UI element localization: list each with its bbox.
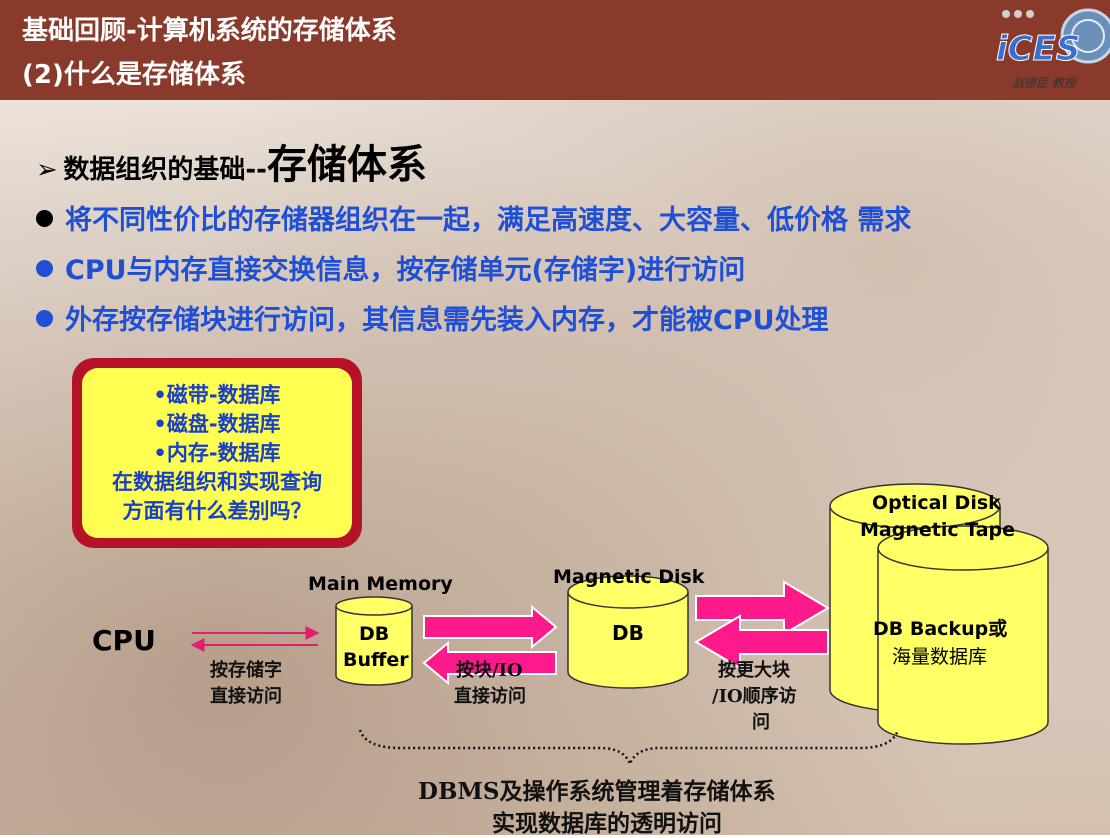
dbms-brace xyxy=(358,729,900,768)
db-backup-label: DB Backup或 xyxy=(873,618,1008,640)
callout-line: •磁带-数据库 xyxy=(153,382,281,407)
disk-tape-access-label-2: /IO顺序访 xyxy=(712,686,797,707)
memory-disk-arrows xyxy=(422,604,558,686)
main-memory-label: Main Memory xyxy=(308,573,453,595)
magnetic-disk-label: Magnetic Disk xyxy=(553,566,705,588)
db-buffer-line1: DB xyxy=(359,623,390,645)
optical-disk-label: Optical Disk xyxy=(872,492,1001,514)
title-bar: 基础回顾-计算机系统的存储体系 (2)什么是存储体系 iCES 战德臣 教授 xyxy=(0,0,1110,100)
callout-line: 在数据组织和实现查询 xyxy=(112,469,322,494)
db-buffer-line2: Buffer xyxy=(343,649,409,671)
db-buffer-cylinder xyxy=(335,596,413,686)
cpu-memory-arrows xyxy=(190,626,320,652)
magnetic-tape-label: Magnetic Tape xyxy=(860,519,1016,541)
heading-emphasis: 存储体系 xyxy=(266,142,427,188)
memory-disk-access-label-2: 直接访问 xyxy=(454,686,526,707)
callout-line: •磁盘-数据库 xyxy=(153,411,281,436)
bullet-dot-icon xyxy=(36,310,53,327)
heading-marker-icon: ➢ xyxy=(36,155,58,185)
bullet-item-1: 将不同性价比的存储器组织在一起，满足高速度、大容量、低价格 需求 xyxy=(36,198,911,237)
db-backup-cylinder xyxy=(877,525,1049,745)
bullet-dot-icon xyxy=(36,260,53,277)
disk-tape-access-label-3: 问 xyxy=(752,712,770,733)
question-callout: •磁带-数据库 •磁盘-数据库 •内存-数据库 在数据组织和实现查询 方面有什么… xyxy=(72,358,362,548)
svg-text:iCES: iCES xyxy=(996,29,1080,69)
callout-line: 方面有什么差别吗？ xyxy=(122,498,312,523)
mass-database-label: 海量数据库 xyxy=(892,646,988,668)
bullet-item-3: 外存按存储块进行访问，其信息需先装入内存，才能被CPU处理 xyxy=(36,298,829,337)
disk-tape-arrows xyxy=(694,580,830,670)
magnetic-disk-cylinder xyxy=(567,575,689,689)
bullet-dot-icon xyxy=(36,210,53,227)
bullet-item-2: CPU与内存直接交换信息，按存储单元(存储字)进行访问 xyxy=(36,248,745,287)
dbms-caption-line1: DBMS及操作系统管理着存储体系 xyxy=(418,778,776,805)
dbms-caption-line2: 实现数据库的透明访问 xyxy=(492,810,722,837)
cpu-memory-access-label-1: 按存储字 xyxy=(210,660,282,681)
memory-disk-access-label-1: 按块/IO xyxy=(456,660,523,681)
heading-prefix: 数据组织的基础-- xyxy=(63,155,267,185)
cpu-label: CPU xyxy=(92,624,156,657)
section-heading: ➢ 数据组织的基础--存储体系 xyxy=(36,132,427,190)
logo-caption: 战德臣 教授 xyxy=(1012,76,1076,90)
cpu-memory-access-label-2: 直接访问 xyxy=(210,686,282,707)
slide-subtitle: (2)什么是存储体系 xyxy=(22,60,246,90)
slide-title: 基础回顾-计算机系统的存储体系 xyxy=(22,16,397,46)
ices-logo-icon: iCES xyxy=(996,8,1110,70)
callout-line: •内存-数据库 xyxy=(153,440,281,465)
disk-db-label: DB xyxy=(612,621,644,645)
disk-tape-access-label-1: 按更大块 xyxy=(718,660,790,681)
